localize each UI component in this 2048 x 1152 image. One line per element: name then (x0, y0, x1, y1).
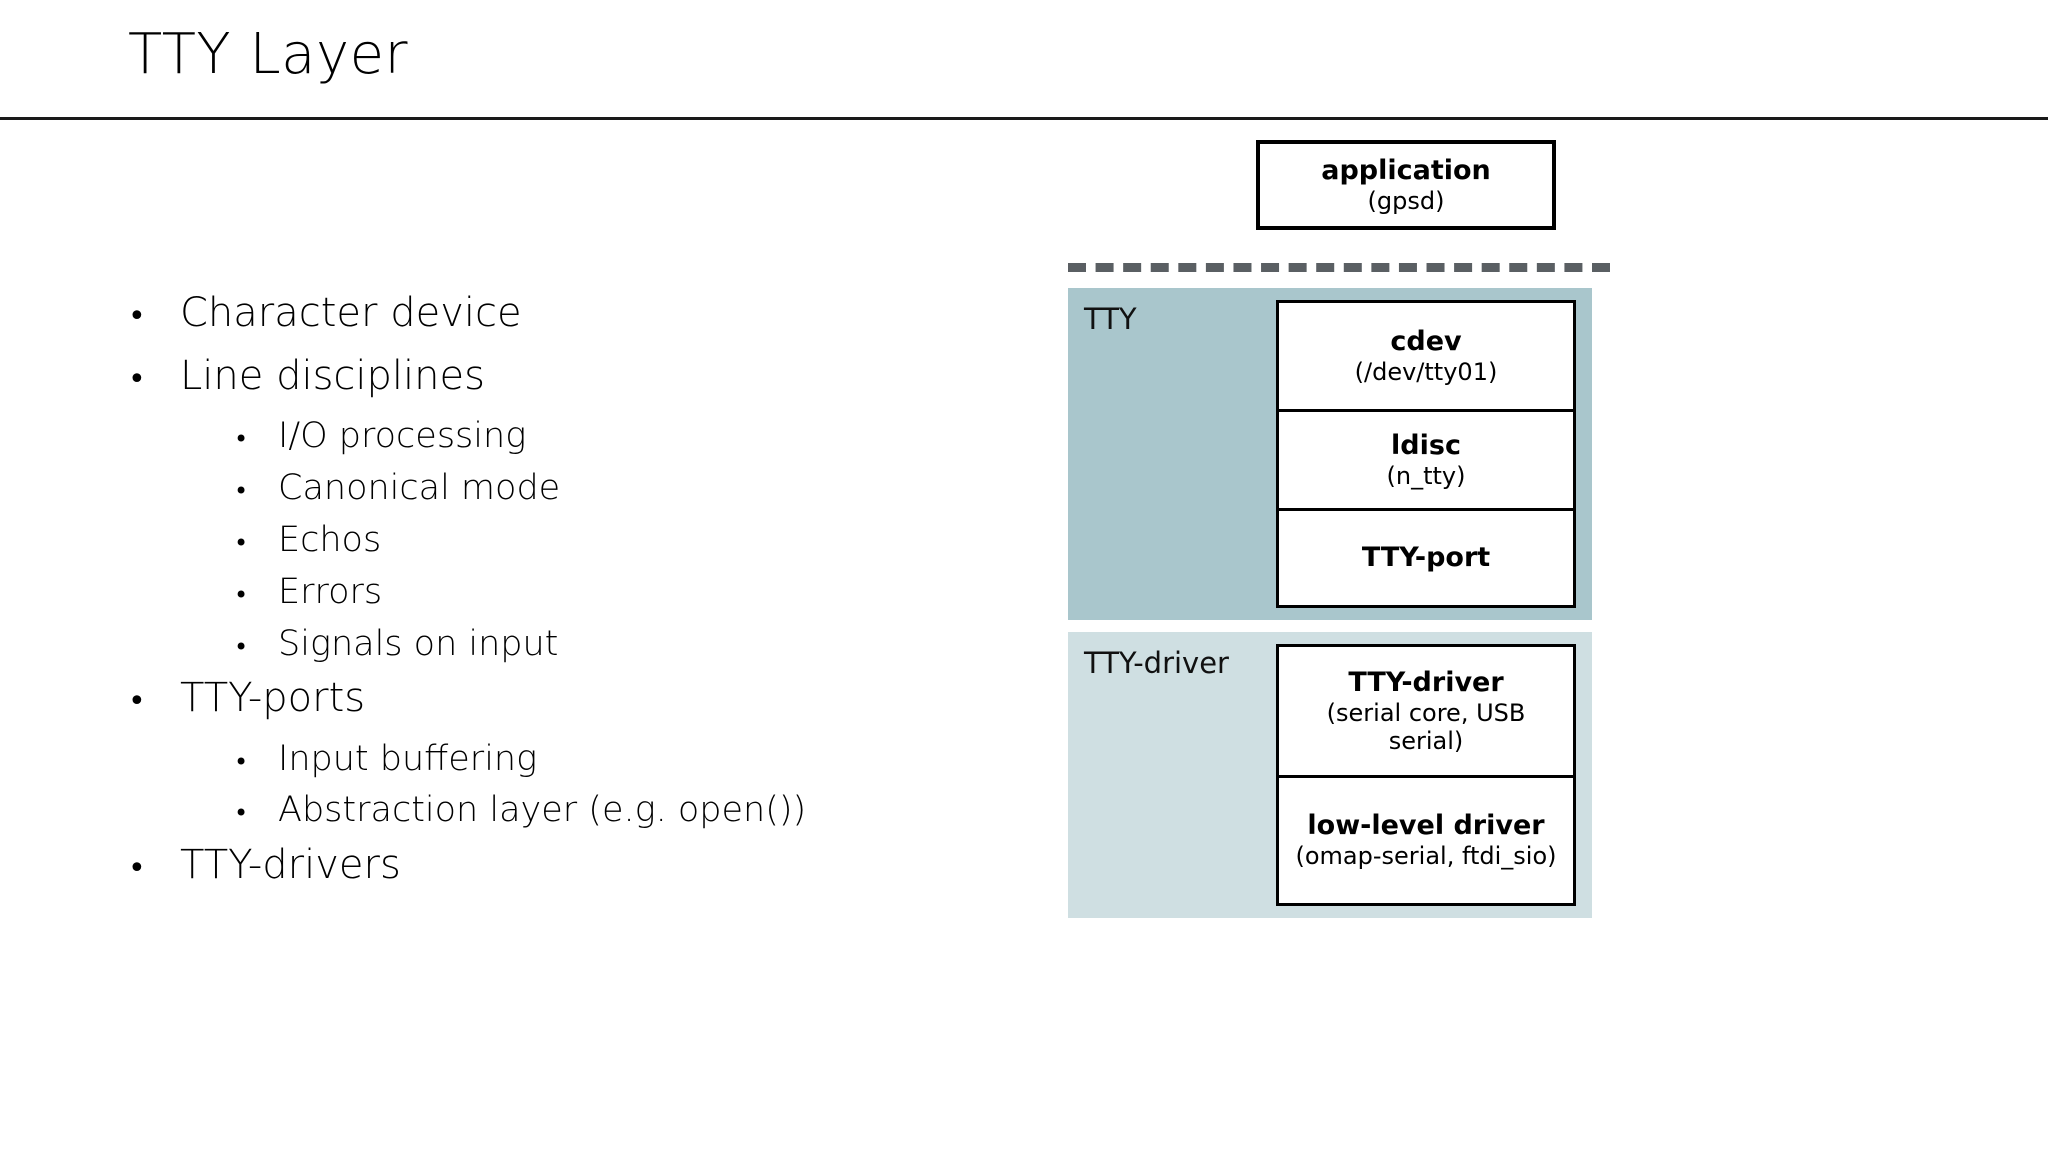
list-item-label: Errors (278, 571, 383, 612)
bullet-marker-icon: • (234, 632, 249, 661)
list-item: • Abstraction layer (e.g. open()) (128, 788, 988, 833)
tty-layer-caption: TTY (1084, 302, 1137, 336)
list-item-label: Abstraction layer (e.g. open()) (278, 790, 807, 831)
list-item-label: TTY-drivers (180, 842, 401, 889)
application-box-title: application (1321, 154, 1491, 186)
bullet-marker-icon: • (128, 362, 146, 398)
list-item: • TTY-ports (128, 673, 988, 724)
tty-architecture-diagram: application (gpsd) TTY cdev (/dev/tty01)… (1050, 120, 1610, 940)
bullet-marker-icon: • (234, 799, 249, 828)
bullet-marker-icon: • (128, 299, 146, 334)
bullet-marker-icon: • (234, 477, 249, 506)
list-item-label: Input buffering (278, 738, 538, 779)
bullet-marker-icon: • (128, 851, 146, 887)
tty-box-stack: cdev (/dev/tty01) ldisc (n_tty) TTY-port (1276, 300, 1576, 608)
application-box-subtitle: (gpsd) (1367, 186, 1445, 215)
bullet-marker-icon: • (234, 580, 249, 609)
tty-driver-box-stack: TTY-driver (serial core, USB serial) low… (1276, 644, 1576, 906)
list-item: • Echos (128, 518, 988, 563)
tty-driver-box: TTY-driver (serial core, USB serial) (1279, 647, 1573, 775)
list-item: • Errors (128, 570, 988, 615)
cdev-box: cdev (/dev/tty01) (1279, 303, 1573, 409)
page-title: TTY Layer (128, 22, 409, 87)
ldisc-box-title: ldisc (1391, 429, 1461, 461)
bullet-marker-icon: • (128, 684, 146, 720)
ldisc-box-subtitle: (n_tty) (1386, 461, 1466, 490)
cdev-box-title: cdev (1390, 325, 1462, 357)
cdev-box-subtitle: (/dev/tty01) (1354, 357, 1498, 386)
tty-layer-band: TTY cdev (/dev/tty01) ldisc (n_tty) TTY-… (1068, 288, 1592, 620)
bullet-marker-icon: • (234, 425, 249, 454)
list-item: • Canonical mode (128, 466, 988, 511)
list-item: • TTY-drivers (128, 840, 988, 891)
list-item: • I/O processing (128, 414, 988, 459)
list-item-label: Canonical mode (278, 468, 561, 509)
bullet-marker-icon: • (234, 528, 249, 557)
low-level-driver-box-subtitle: (omap-serial, ftdi_sio) (1295, 842, 1557, 871)
list-item: • Line disciplines (128, 351, 988, 402)
list-item-label: Signals on input (278, 623, 559, 664)
list-item-label: TTY-ports (180, 675, 366, 722)
title-divider-rule (0, 117, 2048, 120)
tty-driver-layer-caption: TTY-driver (1084, 646, 1229, 680)
bullet-marker-icon: • (234, 747, 249, 776)
list-item: • Input buffering (128, 737, 988, 782)
bullet-list: • Character device • Line disciplines • … (128, 288, 988, 903)
application-box: application (gpsd) (1256, 140, 1556, 230)
tty-port-box: TTY-port (1279, 508, 1573, 605)
tty-port-box-title: TTY-port (1361, 542, 1491, 574)
low-level-driver-box: low-level driver (omap-serial, ftdi_sio) (1279, 775, 1573, 903)
tty-driver-box-title: TTY-driver (1348, 666, 1504, 698)
userspace-kernel-dashed-divider (1068, 263, 1610, 272)
tty-driver-layer-band: TTY-driver TTY-driver (serial core, USB … (1068, 632, 1592, 918)
list-item-label: Line disciplines (180, 353, 485, 400)
list-item-label: I/O processing (278, 416, 527, 457)
list-item: • Signals on input (128, 622, 988, 667)
list-item-label: Character device (180, 290, 522, 336)
low-level-driver-box-title: low-level driver (1307, 810, 1545, 842)
list-item: • Character device (128, 288, 988, 339)
ldisc-box: ldisc (n_tty) (1279, 408, 1573, 509)
tty-driver-box-subtitle: (serial core, USB serial) (1326, 698, 1526, 755)
list-item-label: Echos (278, 519, 382, 560)
